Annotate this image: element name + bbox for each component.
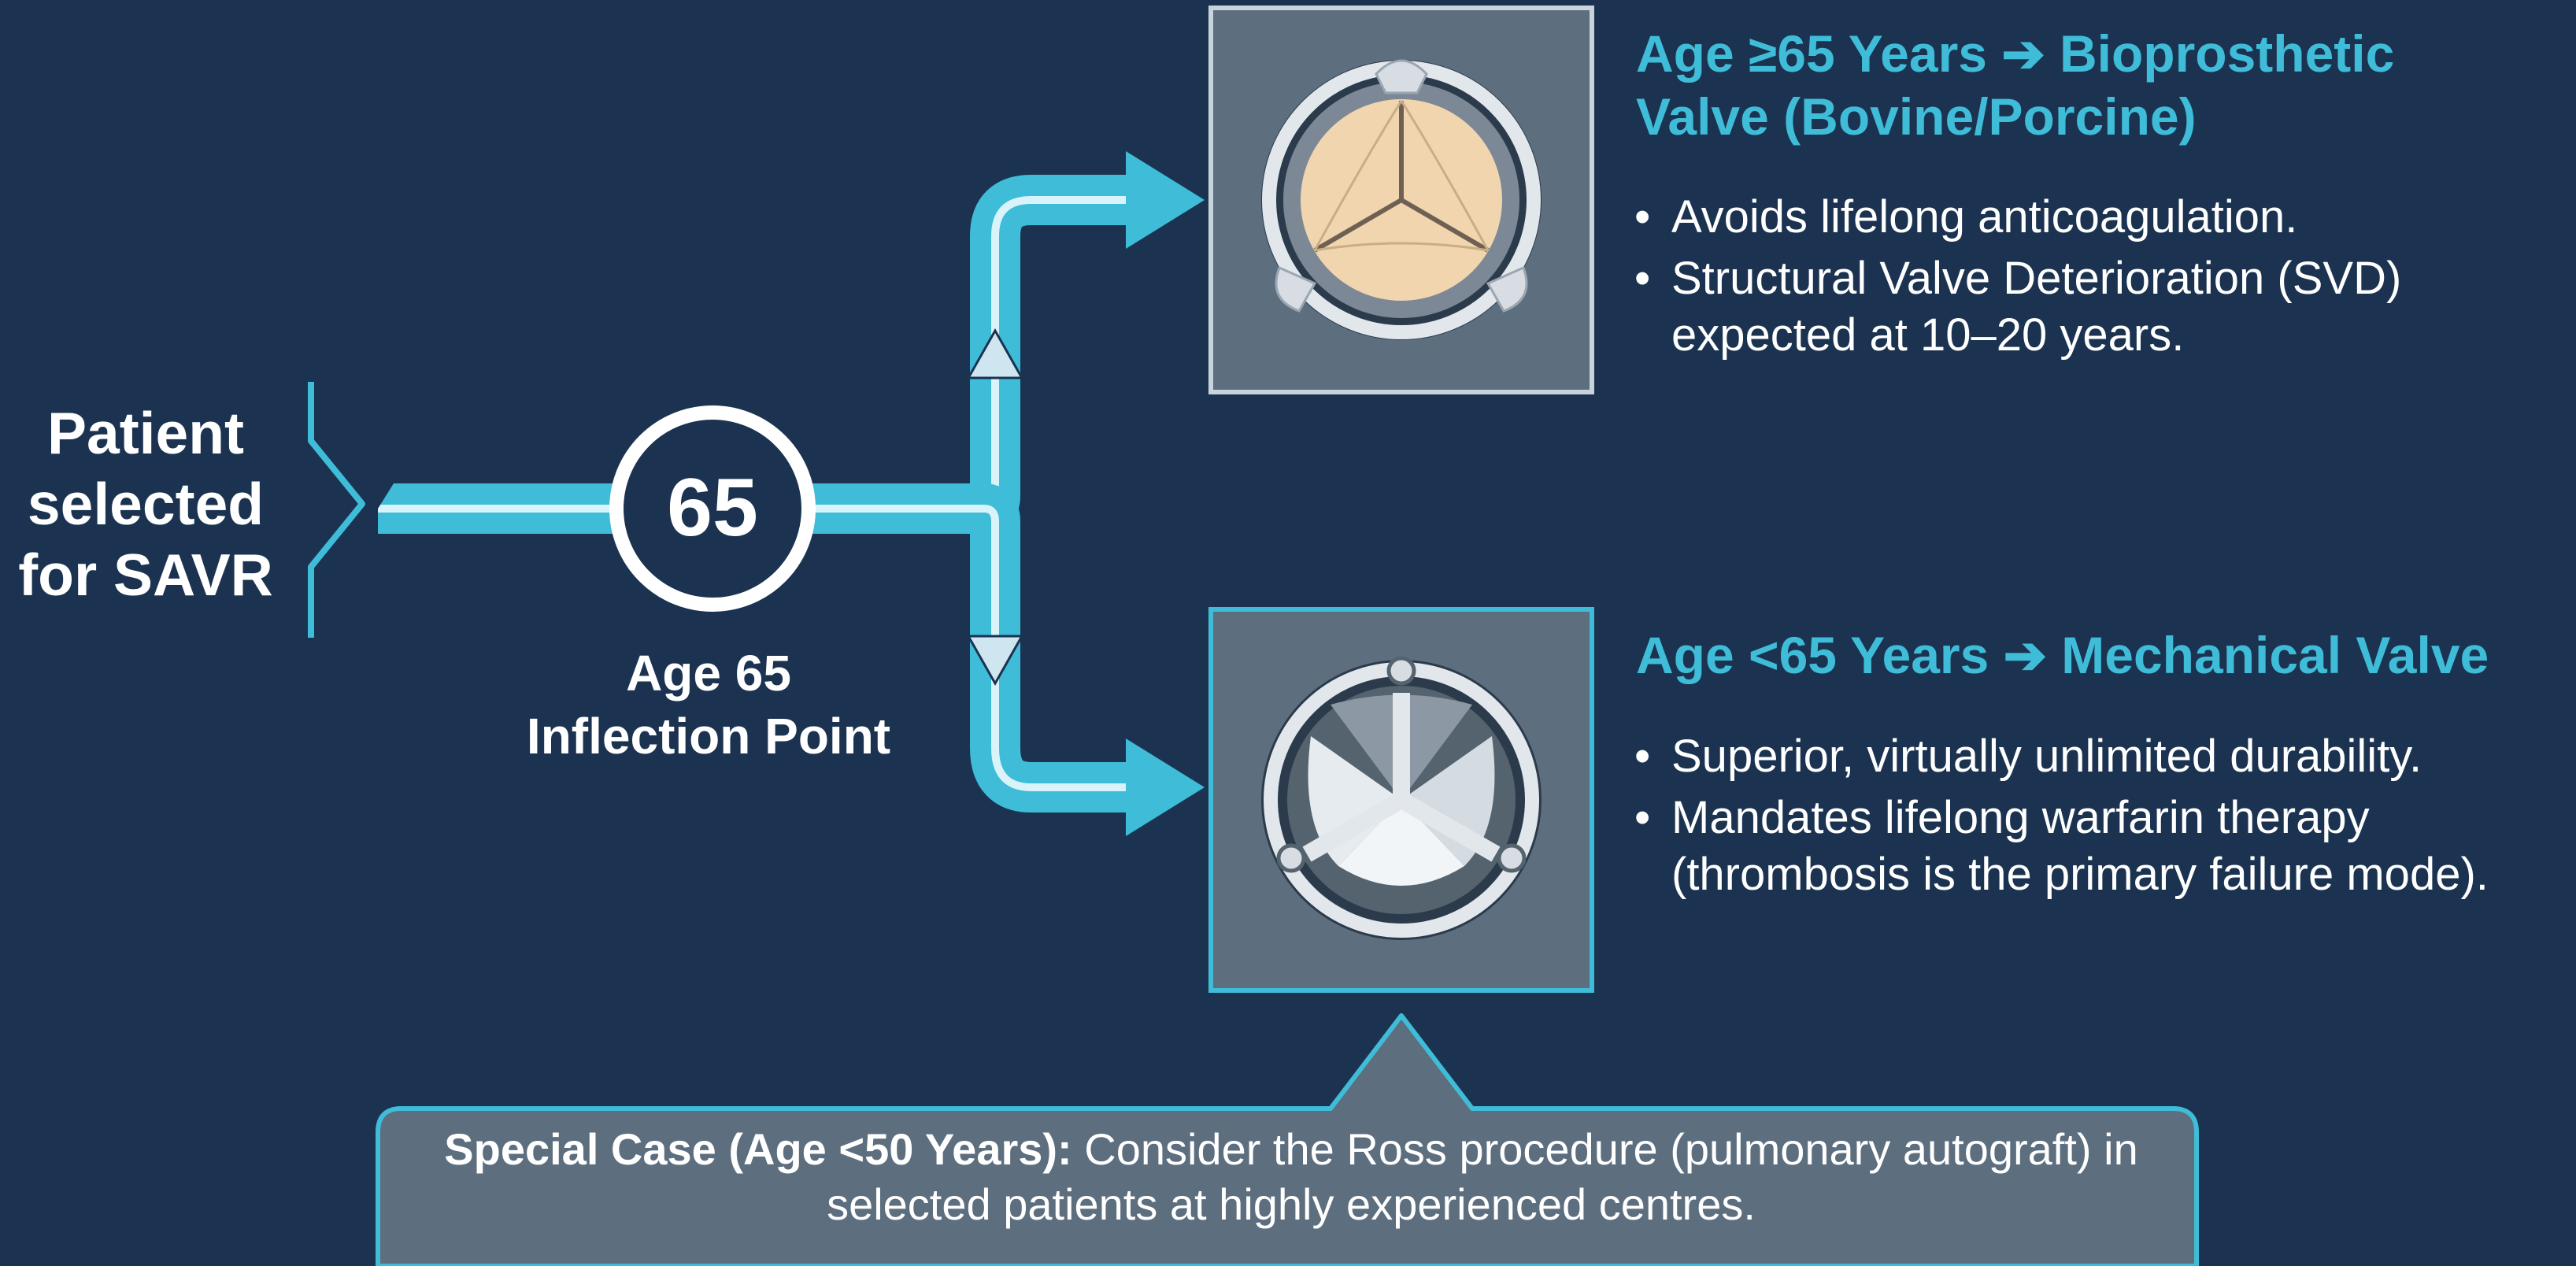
patient-selected-label: Patient selected for SAVR bbox=[8, 398, 283, 610]
down-direction-arrow bbox=[966, 635, 1024, 687]
bullet-item: Structural Valve Deterioration (SVD) exp… bbox=[1628, 250, 2557, 364]
patient-label-line: Patient bbox=[46, 400, 245, 466]
bioprosthetic-heading: Age ≥65 Years ➔ Bioprosthetic Valve (Bov… bbox=[1636, 24, 2395, 146]
up-direction-arrow bbox=[966, 328, 1024, 379]
inflection-label-line: Age 65 bbox=[626, 645, 791, 701]
special-case-text: Special Case (Age <50 Years): Consider t… bbox=[409, 1122, 2173, 1232]
bullet-item: Avoids lifelong anticoagulation. bbox=[1628, 189, 2557, 246]
input-bracket bbox=[308, 382, 365, 638]
inflection-label-line: Inflection Point bbox=[526, 708, 891, 764]
patient-label-line: for SAVR bbox=[18, 542, 273, 608]
inflection-point-label: Age 65 Inflection Point bbox=[457, 642, 960, 768]
bioprosthetic-valve-panel bbox=[1208, 6, 1594, 394]
decision-node: 65 bbox=[609, 405, 816, 612]
special-case-label: Special Case (Age <50 Years): bbox=[444, 1124, 1072, 1174]
mechanical-valve-panel bbox=[1208, 607, 1594, 993]
patient-label-line: selected bbox=[27, 471, 265, 537]
bioprosthetic-valve-icon bbox=[1261, 59, 1542, 340]
decision-value: 65 bbox=[667, 462, 758, 553]
bullet-item: Superior, virtually unlimited durability… bbox=[1628, 728, 2557, 785]
lower-branch-connector bbox=[969, 483, 1205, 836]
lower-arrowhead bbox=[1126, 738, 1205, 836]
mechanical-bullet-list: Superior, virtually unlimited durability… bbox=[1628, 728, 2557, 908]
mechanical-heading: Age <65 Years ➔ Mechanical Valve bbox=[1636, 626, 2489, 684]
bioprosthetic-bullet-list: Avoids lifelong anticoagulation. Structu… bbox=[1628, 189, 2557, 368]
special-case-callout bbox=[376, 1013, 2199, 1266]
bullet-item: Mandates lifelong warfarin therapy (thro… bbox=[1628, 790, 2557, 903]
special-case-body: Consider the Ross procedure (pulmonary a… bbox=[827, 1124, 2138, 1229]
upper-arrowhead bbox=[1126, 151, 1205, 249]
mechanical-valve-icon bbox=[1261, 656, 1542, 940]
upper-branch-connector bbox=[969, 151, 1205, 534]
